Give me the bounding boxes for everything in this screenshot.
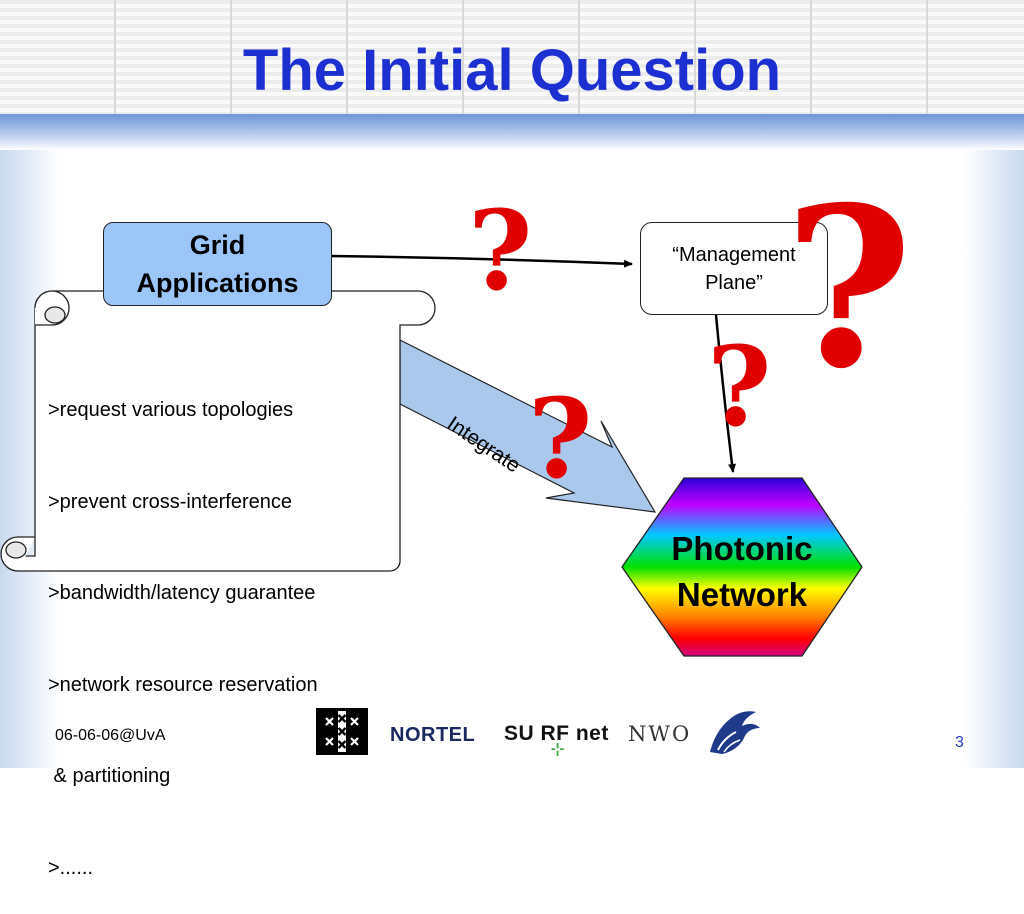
requirement-item: >bandwidth/latency guarantee [48, 582, 316, 604]
question-mark: ? [468, 186, 533, 315]
grid-applications-box: Grid Applications [103, 222, 332, 306]
requirement-item: >request various topologies [48, 399, 294, 421]
diagram-canvas [0, 254, 863, 657]
management-to-photonic-arrow [714, 314, 736, 473]
requirement-item: >...... [48, 856, 94, 879]
question-mark: ? [707, 322, 772, 451]
right-gradient [964, 150, 1024, 768]
nortel-logo: NORTEL [390, 724, 476, 746]
requirements-scroll [0, 290, 436, 572]
uva-logo [316, 708, 368, 755]
question-mark: ? [528, 374, 593, 503]
requirements-list: >request various topologies >prevent cro… [48, 334, 398, 914]
question-mark-large: ? [784, 158, 913, 417]
page-number: 3 [955, 734, 964, 751]
surfnet-mark-icon: -¦- [551, 740, 565, 756]
photonic-network-hexagon [621, 477, 863, 657]
integrate-arrow [399, 339, 657, 513]
photonic-network-label: Photonic Network [671, 530, 813, 613]
slide-title: The Initial Question [242, 38, 782, 103]
vu-griffin-logo [704, 706, 762, 758]
title-band [0, 114, 1024, 150]
requirement-item: >network resource reservation [48, 673, 318, 696]
footer-date: 06-06-06@UvA [55, 727, 166, 744]
surfnet-logo: SU RF net [504, 722, 609, 745]
requirement-item: & partitioning [48, 765, 171, 787]
grid-applications-label: Grid Applications [136, 230, 299, 298]
nwo-logo: NWO [628, 722, 692, 746]
requirement-item: >prevent cross-interference [48, 490, 293, 513]
management-plane-box: “Management Plane” [640, 222, 828, 315]
grid-to-management-arrow [331, 254, 633, 268]
header-stripes [0, 0, 1024, 114]
